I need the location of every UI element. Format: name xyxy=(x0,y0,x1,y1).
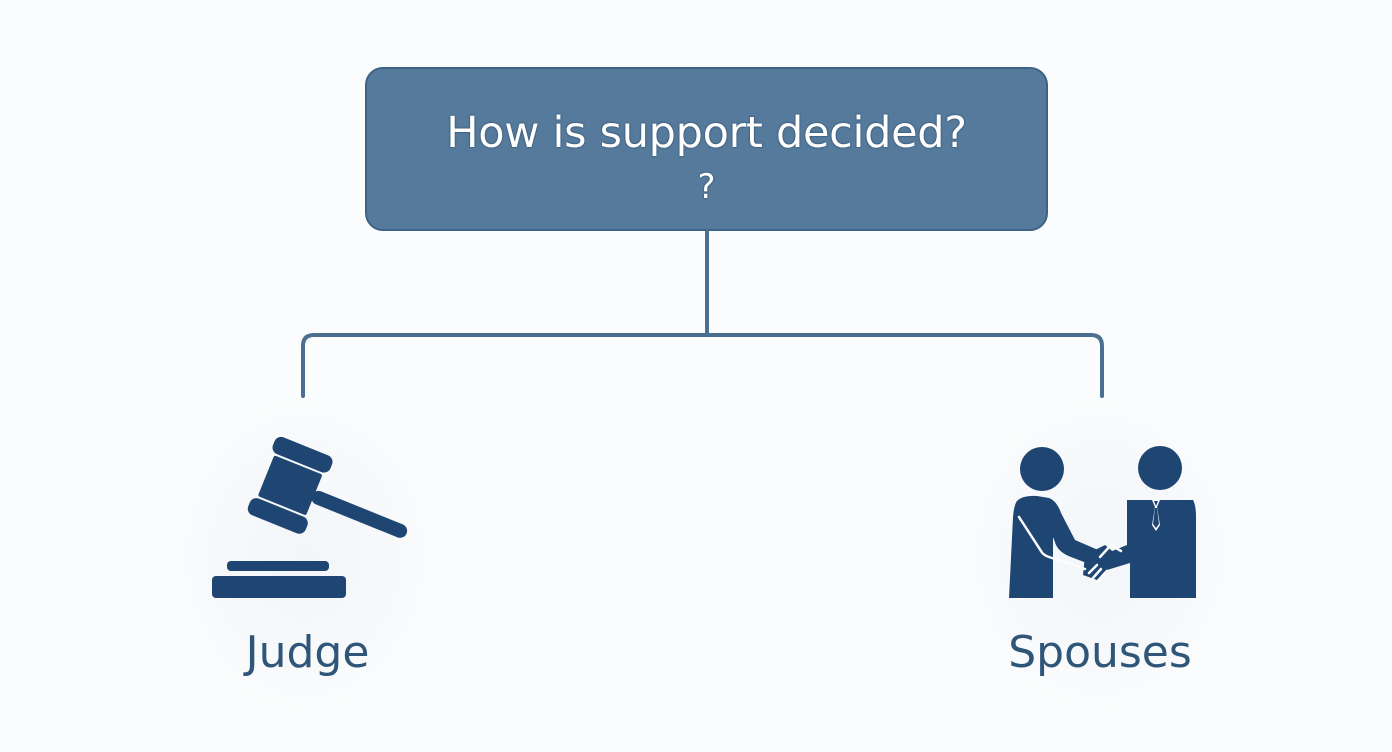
root-question-subtitle: ? xyxy=(697,167,716,207)
gavel-icon xyxy=(212,436,408,598)
branch-connector xyxy=(301,333,1104,398)
handshake-icon xyxy=(1009,446,1196,598)
root-question-title: How is support decided? xyxy=(446,108,967,158)
judge-node xyxy=(205,425,420,605)
spouses-label: Spouses xyxy=(1008,627,1192,678)
judge-label: Judge xyxy=(245,627,370,678)
root-question-box: How is support decided? ? xyxy=(365,67,1048,231)
spouses-node xyxy=(1005,445,1200,605)
